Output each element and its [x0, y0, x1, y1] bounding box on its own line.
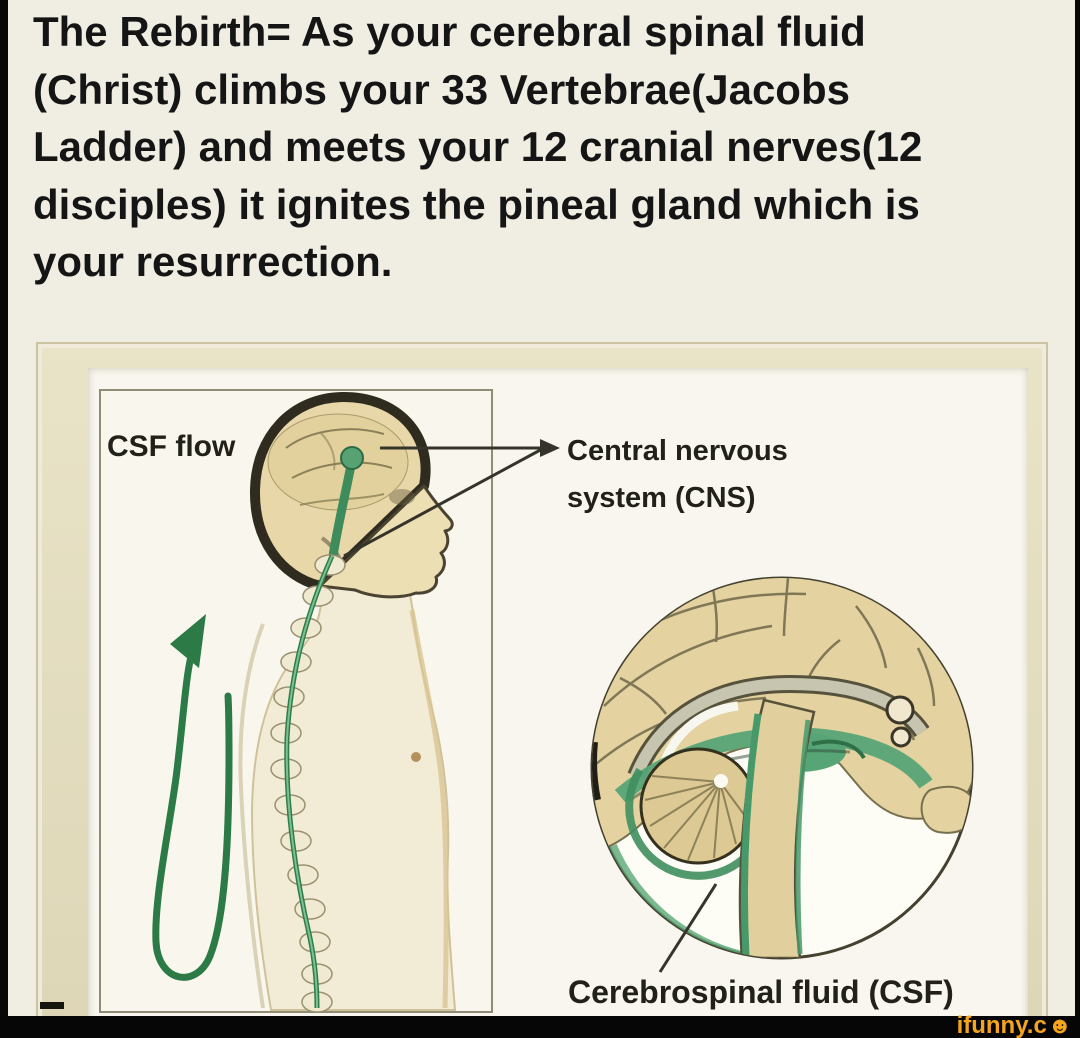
bottom-bar: ifunny.c☻	[0, 1012, 1080, 1038]
right-edge-border	[1075, 0, 1080, 1038]
caption-line: your resurrection.	[33, 238, 393, 285]
label-cerebrospinal-fluid: Cerebrospinal fluid (CSF)	[568, 974, 954, 1010]
caption-line: Ladder) and meets your 12 cranial nerves…	[33, 123, 923, 170]
label-central-nervous-system: Central nervous system (CNS)	[567, 428, 788, 522]
brain-inset	[590, 576, 974, 973]
human-profile	[249, 391, 457, 1013]
watermark-text: ifunny.c	[956, 1012, 1047, 1038]
head	[249, 391, 454, 599]
cns-arrowhead	[540, 439, 560, 457]
label-cns-line1: Central nervous	[567, 435, 788, 467]
caption-line: The Rebirth= As your cerebral spinal flu…	[33, 8, 866, 55]
nipple	[411, 752, 421, 762]
label-cns-line2: system (CNS)	[567, 482, 756, 514]
csf-flow-arrow	[152, 614, 265, 1009]
caption-line: (Christ) climbs your 33 Vertebrae(Jacobs	[33, 65, 850, 113]
caption-line: disciples) it ignites the pineal gland w…	[33, 180, 920, 228]
label-csf-flow: CSF flow	[107, 430, 236, 463]
pituitary	[885, 695, 915, 725]
face-profile	[318, 484, 454, 599]
ventricle-highlight	[340, 446, 364, 470]
eye-socket	[389, 489, 415, 505]
smiley-icon: ☻	[1047, 1012, 1072, 1038]
csf-pointer-line	[658, 883, 718, 973]
ifunny-watermark: ifunny.c☻	[957, 1012, 1072, 1038]
caption: The Rebirth= As your cerebral spinal flu…	[33, 3, 1063, 291]
left-edge-border	[0, 0, 8, 1038]
cns-pointer-lines	[343, 439, 560, 558]
brain	[267, 413, 409, 511]
